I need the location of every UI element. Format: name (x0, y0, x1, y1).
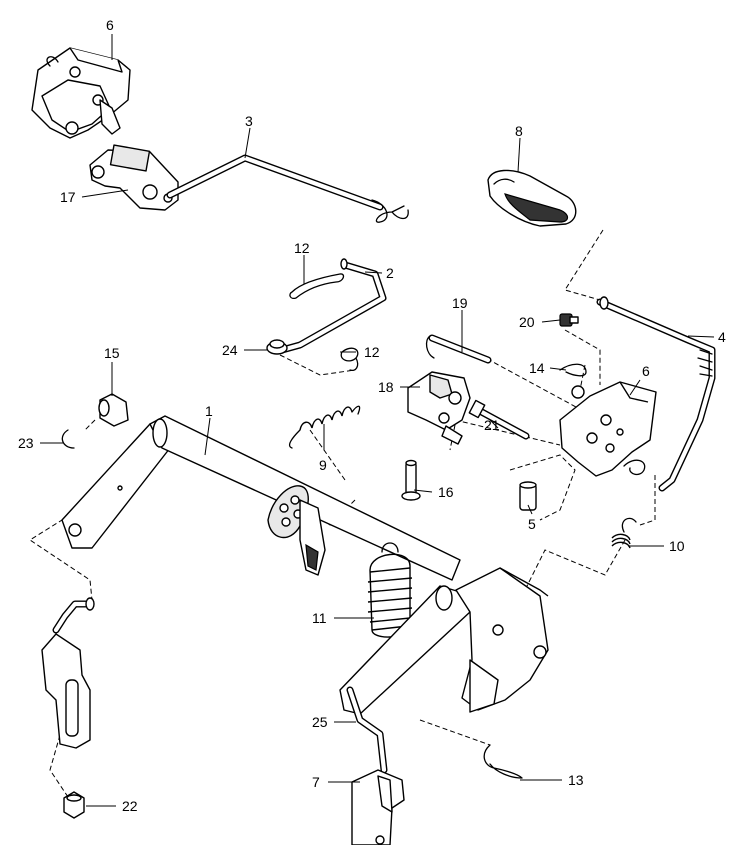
callout-6-top: 6 (106, 17, 114, 33)
callout-4: 4 (718, 329, 726, 345)
callout-10: 10 (669, 538, 685, 554)
part-14-clip (559, 363, 587, 399)
part-12-hairpin-clip-b (340, 347, 359, 372)
callout-20: 20 (519, 314, 535, 330)
part-7-bracket-bottom (351, 769, 405, 845)
part-6-bracket-top (31, 47, 131, 139)
part-18-pivot-bracket (407, 371, 471, 445)
callout-16: 16 (438, 484, 454, 500)
part-10-spring (611, 517, 637, 549)
part-13-hairpin-clip (483, 744, 523, 779)
callout-5: 5 (528, 516, 536, 532)
callout-14: 14 (529, 360, 545, 376)
callout-17: 17 (60, 189, 76, 205)
leader-lines (40, 34, 715, 807)
part-11-compression-spring (367, 542, 413, 638)
part-5-spacer (519, 481, 537, 511)
part-8-handle-grip (487, 169, 577, 227)
part-12-hairpin-clip-a (289, 273, 345, 300)
callout-6-right: 6 (642, 363, 650, 379)
callout-21: 21 (484, 417, 500, 433)
part-19-rod (425, 334, 492, 364)
callout-7: 7 (312, 774, 320, 790)
callout-12-lower: 12 (364, 344, 380, 360)
part-17-lever-bracket (89, 144, 179, 211)
part-3-rod (166, 154, 409, 223)
callout-11: 11 (312, 610, 327, 626)
callout-25: 25 (312, 714, 328, 730)
callout-15: 15 (104, 345, 120, 361)
callout-22: 22 (122, 798, 138, 814)
part-9-extension-spring (288, 405, 361, 449)
callout-3: 3 (245, 113, 253, 129)
part-2-rod (278, 258, 387, 354)
left-link-assembly (41, 597, 95, 749)
callout-24: 24 (222, 342, 238, 358)
part-21-bolt (468, 399, 530, 440)
part-16-clevis-pin (401, 459, 421, 501)
part-6-bracket-right (559, 381, 657, 477)
callout-13: 13 (568, 772, 584, 788)
callout-labels: 6 3 8 17 12 2 19 20 4 24 12 15 14 6 18 1… (18, 17, 726, 814)
callout-1: 1 (205, 403, 213, 419)
pedal-plate (267, 485, 326, 576)
part-22-nut (63, 791, 85, 819)
callout-18: 18 (378, 379, 394, 395)
part-20-bolt (559, 313, 579, 327)
callout-23: 23 (18, 435, 34, 451)
part-4-handle-rod (596, 296, 716, 492)
part-15-bushing (98, 393, 129, 427)
part-24-pin (266, 339, 288, 355)
part-25-link-rod (346, 686, 388, 774)
callout-2: 2 (386, 265, 394, 281)
callout-12-top: 12 (294, 240, 310, 256)
callout-8: 8 (515, 123, 523, 139)
callout-19: 19 (452, 295, 468, 311)
part-23-e-clip (61, 429, 75, 449)
lever-plate-right (339, 567, 549, 715)
callout-9: 9 (319, 457, 327, 473)
